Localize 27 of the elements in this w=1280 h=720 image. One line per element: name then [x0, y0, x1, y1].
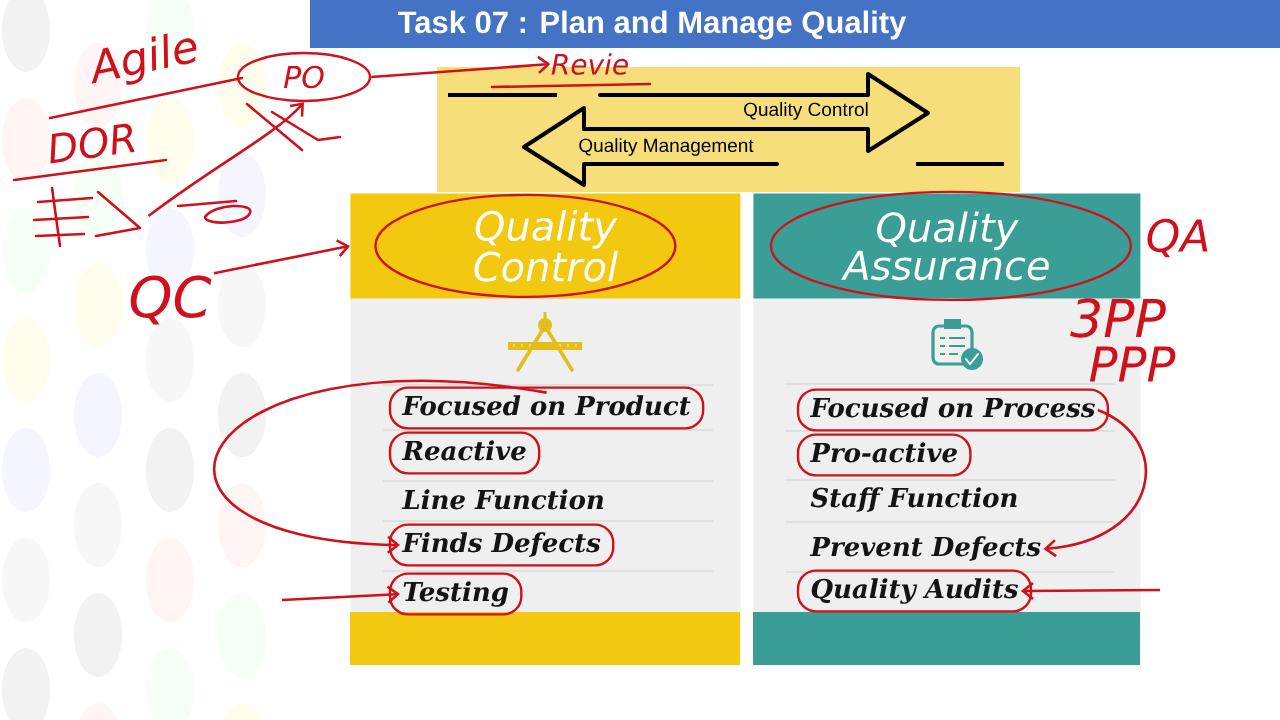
- circled-note: PO: [236, 51, 372, 103]
- list-item: Finds Defects: [401, 532, 601, 557]
- hash-scribble: [32, 186, 142, 248]
- list-item: Testing: [403, 581, 509, 607]
- arrow: [147, 102, 304, 218]
- arrow: [213, 380, 547, 554]
- arrow: [371, 55, 551, 79]
- list-item: Focused on Product: [401, 395, 691, 416]
- handwritten-note: QC: [130, 275, 212, 325]
- arrow: [213, 239, 350, 275]
- arrow: [281, 585, 400, 604]
- list-item: Prevent Defects: [809, 536, 1041, 561]
- list-item: Quality Audits: [811, 578, 1018, 604]
- panel: [350, 298, 741, 666]
- handwritten-note: Agile: [91, 33, 197, 85]
- arrow: [1043, 408, 1148, 558]
- column-header: Quality Control: [350, 193, 741, 299]
- handwritten-note: DOR: [50, 123, 135, 164]
- list-item: Pro-active: [809, 442, 957, 463]
- list-item: Reactive: [401, 440, 526, 461]
- arrow: [1020, 581, 1160, 600]
- title-bar: Task 07 : Plan and Manage Quality: [310, 0, 1280, 48]
- handwritten-note: QA: [1147, 218, 1208, 258]
- list-item: Line Function: [401, 489, 604, 510]
- list-item: Focused on Process: [809, 397, 1095, 418]
- handwritten-note: PPP: [1089, 346, 1176, 382]
- list-item: Staff Function: [810, 487, 1017, 512]
